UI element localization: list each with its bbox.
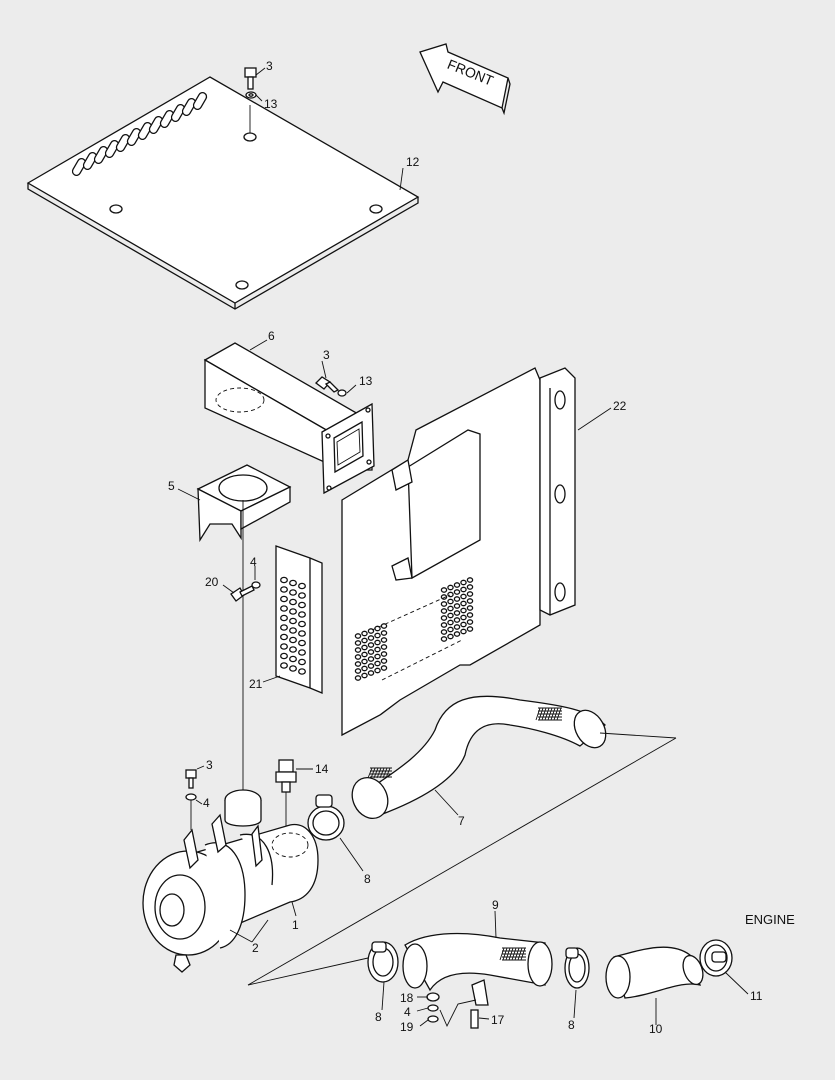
bolt-3-middle xyxy=(315,376,347,397)
callout-22: 22 xyxy=(613,399,627,413)
callout-8-left: 8 xyxy=(375,1010,382,1024)
callout-17: 17 xyxy=(491,1013,505,1027)
callout-13-top: 13 xyxy=(264,97,278,111)
callout-13-middle: 13 xyxy=(359,374,373,388)
air-filter-1 xyxy=(142,789,319,973)
callout-14: 14 xyxy=(315,762,329,776)
bolt-20 xyxy=(230,581,261,602)
callout-11: 11 xyxy=(750,989,763,1003)
clamp-8b xyxy=(367,941,399,983)
elbow-hose-10 xyxy=(605,946,704,999)
cover-plate-12 xyxy=(26,76,420,310)
bolt-3-lower xyxy=(185,769,197,830)
bracket-5 xyxy=(196,464,292,790)
engine-label: ENGINE xyxy=(745,912,795,927)
callout-19: 19 xyxy=(400,1020,414,1034)
callout-10: 10 xyxy=(649,1022,663,1036)
bolt-3-top xyxy=(244,67,257,99)
pipe-9 xyxy=(402,932,553,1006)
clamp-11 xyxy=(699,939,733,977)
callout-1: 1 xyxy=(292,918,299,932)
callout-4-pipe: 4 xyxy=(404,1005,411,1019)
vent-slots xyxy=(71,92,208,176)
callout-3-lower: 3 xyxy=(206,758,213,772)
clamp-8c xyxy=(564,947,590,989)
callout-9: 9 xyxy=(492,898,499,912)
callout-21: 21 xyxy=(249,677,263,691)
sensor-14 xyxy=(275,759,297,830)
callout-8-filter: 8 xyxy=(364,872,371,886)
callout-6: 6 xyxy=(268,329,275,343)
callout-3-top: 3 xyxy=(266,59,273,73)
callout-5: 5 xyxy=(168,479,175,493)
callout-20: 20 xyxy=(205,575,219,589)
callout-3-middle: 3 xyxy=(323,348,330,362)
callout-7: 7 xyxy=(458,814,465,828)
hose-7 xyxy=(351,695,607,819)
callout-4-upper: 4 xyxy=(250,555,257,569)
hardware-18-4-19-17 xyxy=(426,992,479,1029)
leader-lines xyxy=(177,67,749,1027)
callout-18: 18 xyxy=(400,991,414,1005)
front-direction-arrow: FRONT xyxy=(419,43,511,116)
perforated-plate-21 xyxy=(275,545,323,694)
callout-4-lower: 4 xyxy=(203,796,210,810)
air-duct-6 xyxy=(203,342,375,495)
callout-labels: 3 13 12 6 3 13 22 5 4 20 21 3 4 14 7 8 1… xyxy=(168,59,795,1036)
callout-2: 2 xyxy=(252,941,259,955)
panel-22 xyxy=(341,367,576,737)
callout-12: 12 xyxy=(406,155,420,169)
connection-lines xyxy=(247,732,677,986)
clamp-8a xyxy=(307,794,345,841)
callout-8-right: 8 xyxy=(568,1018,575,1032)
